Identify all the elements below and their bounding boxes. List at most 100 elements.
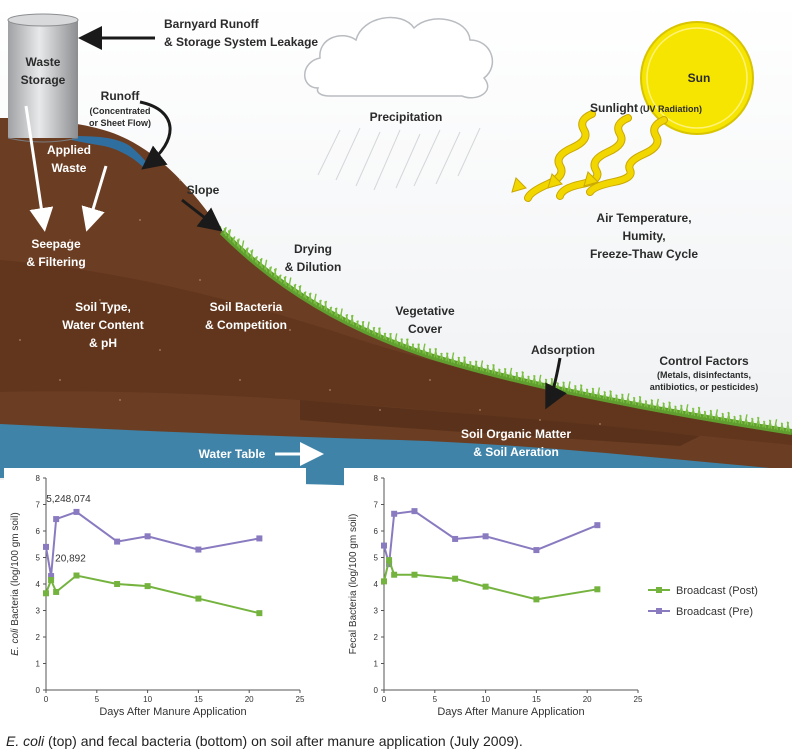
runoff-sub-1: (Concentrated [89,106,150,116]
applied-waste-label-1: Applied [47,143,91,157]
manure-fate-diagram: Barnyard Runoff & Storage System Leakage… [0,0,792,718]
drying-label-1: Drying [294,242,332,256]
legend-marker-post [656,587,662,593]
x-tick-label: 15 [532,695,541,704]
ecoli-chart-panel [4,468,306,716]
data-point-post [452,575,459,582]
waste-storage-tank [7,13,79,143]
data-point-pre [53,516,60,523]
waste-storage-label-1: Waste [26,55,61,69]
y-tick-label: 8 [36,474,41,483]
annotation-post-peak: 20,892 [55,554,86,565]
x-tick-label: 10 [143,695,152,704]
x-tick-label: 20 [245,695,254,704]
data-point-pre [533,547,540,554]
data-point-pre [411,508,418,515]
x-tick-label: 0 [44,695,49,704]
y-tick-label: 7 [36,501,41,510]
data-point-post [43,590,49,597]
data-point-post [73,572,80,579]
seepage-arrow-2 [81,165,108,232]
seepage-arrow-1 [24,105,54,232]
y-axis-title: Fecal Bacteria (log/100 gm soil) [348,514,359,655]
data-point-pre [452,535,459,542]
legend: Broadcast (Post) Broadcast (Pre) [648,585,758,618]
sunlight-label: Sunlight [590,101,638,115]
y-tick-label: 0 [374,686,379,695]
data-point-post [381,578,387,585]
legend-label-pre: Broadcast (Pre) [676,606,753,618]
legend-marker-pre [656,608,662,614]
vegetative-label-1: Vegetative [395,304,455,318]
data-point-pre [482,533,489,540]
barnyard-label-1: Barnyard Runoff [164,17,260,31]
data-point-post [411,571,418,578]
organic-label-1: Soil Organic Matter [461,427,571,441]
sunlight-rays [524,110,668,202]
data-point-post [391,571,398,578]
data-point-pre [73,508,80,515]
drying-label-2: & Dilution [285,260,342,274]
air-temp-label-3: Freeze-Thaw Cycle [590,247,698,261]
data-point-post [48,577,55,584]
control-sub-1: (Metals, disinfectants, [657,370,751,380]
data-point-post [53,588,60,595]
y-tick-label: 5 [374,554,379,563]
data-point-post [256,610,263,617]
control-factors-label: Control Factors [659,354,749,368]
sunlight-arrowheads [511,171,599,193]
rain [317,127,481,191]
precipitation-label: Precipitation [370,110,443,124]
data-point-post [594,586,601,593]
adsorption-arrow [545,357,567,410]
seepage-label-1: Seepage [31,237,81,251]
runoff-sub-2: or Sheet Flow) [89,118,151,128]
y-tick-label: 0 [36,686,41,695]
data-point-post [386,557,393,564]
caption-text: (top) and fecal bacteria (bottom) on soi… [44,733,523,749]
data-point-pre [195,546,202,553]
air-temp-label-2: Humity, [622,229,665,243]
y-tick-label: 1 [374,660,379,669]
data-point-post [114,581,121,587]
series-line-pre [45,510,260,577]
y-tick-label: 6 [374,527,379,536]
waste-storage-label-2: Storage [21,73,66,87]
x-tick-label: 0 [382,695,387,704]
organic-label-2: & Soil Aeration [473,445,559,459]
air-temp-label-1: Air Temperature, [596,211,691,225]
y-tick-label: 5 [36,554,41,563]
y-tick-label: 2 [36,633,41,642]
y-tick-label: 1 [36,660,41,669]
x-tick-label: 10 [481,695,490,704]
adsorption-label: Adsorption [531,343,595,357]
y-tick-label: 3 [374,607,379,616]
slope-label: Slope [187,183,220,197]
vegetative-label-2: Cover [408,322,442,336]
x-axis-title: Days After Manure Application [437,706,584,718]
uv-label: (UV Radiation) [640,104,702,114]
soil-type-label-3: & pH [89,336,117,350]
caption-italic: E. coli [6,733,45,749]
slope-arrow [181,198,223,232]
soil-bacteria-label-1: Soil Bacteria [210,300,283,314]
control-sub-2: antibiotics, or pesticides) [650,382,759,392]
soil-texture [19,179,601,425]
data-point-post [482,583,489,590]
x-tick-label: 5 [95,695,100,704]
data-point-pre [43,543,49,550]
y-tick-label: 6 [36,527,41,536]
x-tick-label: 5 [433,695,438,704]
runoff-label: Runoff [101,89,141,103]
data-point-pre [594,522,601,529]
fecal-chart-panel [344,468,792,716]
data-point-pre [144,533,151,540]
y-tick-label: 8 [374,474,379,483]
x-tick-label: 25 [296,695,305,704]
data-point-post [195,595,202,602]
x-tick-label: 20 [583,695,592,704]
water-table-label: Water Table [199,447,266,461]
sun [640,21,754,135]
